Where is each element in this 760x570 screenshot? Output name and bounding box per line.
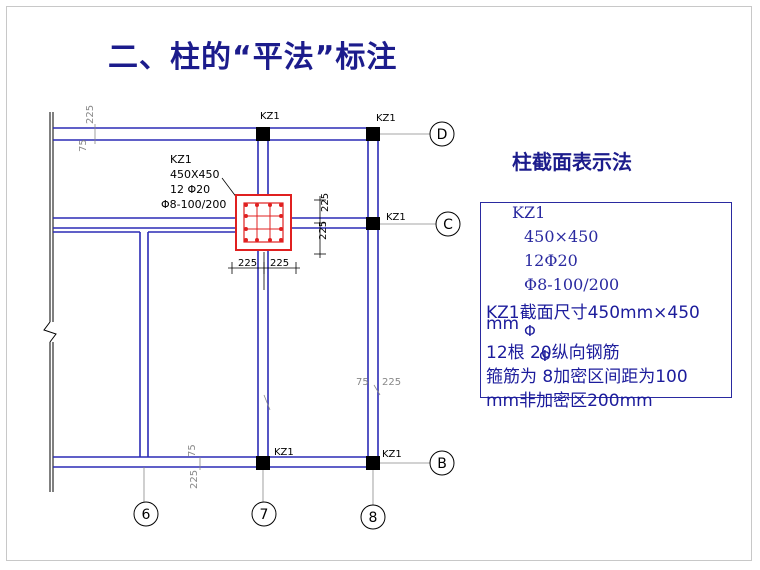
annot-stirrup: Φ8-100/200: [161, 198, 226, 211]
svg-text:C: C: [443, 217, 453, 233]
svg-text:8: 8: [369, 510, 378, 526]
desc-line-2: mm: [486, 314, 520, 334]
slide-title: 二、柱的“平法”标注: [108, 40, 398, 75]
desc-line-5: mm非加密区200mm: [486, 391, 653, 411]
beams: [53, 127, 379, 468]
sec-dim-225-lower: 225: [318, 221, 329, 240]
svg-text:6: 6: [142, 507, 151, 523]
dim-75-top: 75: [78, 139, 89, 152]
sec-dim-225-left: 225: [238, 258, 257, 269]
minor-ticks: [94, 124, 381, 470]
dim-225-top: 225: [85, 105, 96, 124]
desc-line-1: KZ1截面尺寸450mm×450: [486, 303, 700, 323]
section-title: 柱截面表示法: [512, 150, 632, 174]
dim-225-bottom: 225: [189, 470, 200, 489]
desc-line-4: 箍筋为 8加密区间距为100: [486, 367, 688, 387]
kz1-label-top-left: KZ1: [260, 111, 280, 122]
kz1-label-top-right: KZ1: [376, 113, 396, 124]
legend-kz1: KZ1: [512, 203, 546, 222]
section-dimensions: [228, 196, 326, 290]
dim-75-right: 75: [356, 377, 369, 388]
legend-rebar: 12Φ20: [524, 251, 578, 270]
desc-line-3: 12根 20纵向钢筋: [486, 343, 620, 363]
legend-size: 450×450: [524, 227, 599, 246]
desc-phi-b: Φ: [539, 347, 551, 365]
axis-lines: [143, 133, 436, 505]
axis-bubble-7: 7: [251, 501, 277, 527]
kz1-label-bottom-right: KZ1: [382, 449, 402, 460]
annot-size: 450X450: [170, 168, 220, 181]
axis-bubble-B: B: [429, 450, 455, 476]
kz1-label-bottom-left: KZ1: [274, 447, 294, 458]
annot-kz1: KZ1: [170, 153, 192, 166]
axis-bubble-C: C: [435, 211, 461, 237]
kz1-label-mid-right: KZ1: [386, 212, 406, 223]
sec-dim-225-upper: 225: [320, 193, 331, 212]
left-wall: [43, 112, 57, 492]
sec-dim-225-right: 225: [270, 258, 289, 269]
dim-75-bottom: 75: [187, 444, 198, 457]
columns: [256, 127, 380, 470]
axis-bubble-D: D: [429, 121, 455, 147]
annot-rebar: 12 Φ20: [170, 183, 210, 196]
svg-text:D: D: [437, 127, 448, 143]
svg-text:7: 7: [260, 507, 269, 523]
svg-text:B: B: [437, 456, 447, 472]
slide-frame: [6, 6, 752, 561]
legend-stirrup: Φ8-100/200: [524, 275, 620, 294]
legend-box: [480, 202, 732, 398]
dim-225-right: 225: [382, 377, 401, 388]
axis-bubble-8: 8: [360, 504, 386, 530]
desc-phi-a: Φ: [524, 322, 536, 340]
column-section-detail: [235, 194, 292, 251]
axis-bubble-6: 6: [133, 501, 159, 527]
